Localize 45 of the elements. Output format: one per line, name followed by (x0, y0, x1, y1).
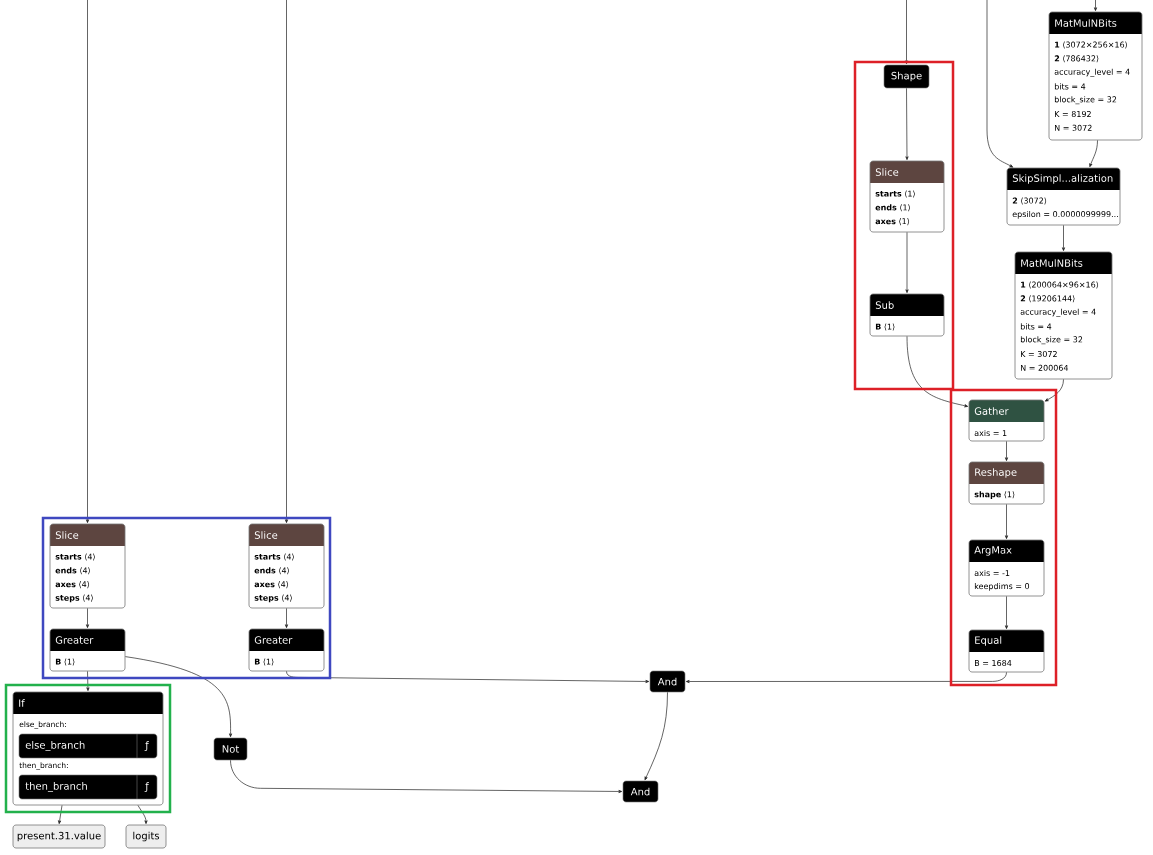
operator-node: Gather axis = 1 (968, 399, 1045, 442)
arrow (230, 759, 623, 794)
arrow (986, 0, 1014, 168)
arrow (905, 87, 909, 160)
operator-node: Shape (883, 64, 930, 89)
arrow (284, 0, 289, 523)
operator-node: SkipSimpl...alization 2 ⟨3072⟩ epsilon = 0.0000099999... (1006, 167, 1121, 226)
operator-node: Greater B ⟨1⟩ (49, 628, 126, 672)
graph-attribute-bar: else_branch ƒ (18, 733, 158, 759)
arrow (85, 0, 90, 523)
arrow (125, 656, 233, 738)
operator-node: Slice starts ⟨1⟩ ends ⟨1⟩ axes ⟨1⟩ (869, 160, 945, 233)
arrow (904, 0, 909, 65)
arrow (644, 691, 668, 781)
arrow (137, 805, 148, 824)
operator-node: And (622, 780, 659, 803)
arrow (1089, 140, 1098, 168)
arrow (905, 232, 909, 293)
operator-node: Slice starts ⟨4⟩ ends ⟨4⟩ axes ⟨4⟩ steps ⟨4⟩ (248, 523, 325, 609)
operator-node: Equal B = 1684 (968, 629, 1045, 673)
operator-node: Not (213, 737, 248, 761)
operator-node: Sub B ⟨1⟩ (869, 293, 945, 337)
graph-attribute-bar: then_branch ƒ (18, 774, 158, 800)
arrow (906, 336, 969, 408)
operator-node: And (649, 670, 686, 693)
output-node: logits (125, 824, 167, 849)
output-node: present.31.value (12, 824, 106, 849)
operator-node: ArgMax axis = -1 keepdims = 0 (968, 539, 1045, 597)
arrow (1004, 504, 1009, 539)
operator-node: Reshape shape ⟨1⟩ (968, 461, 1045, 505)
operator-node: MatMulNBits 1 ⟨200064×96×16⟩ 2 ⟨19206144⟩ accuracy_level = 4 bits = 4 block_size = 32 K = 3072 N = 200064 (1014, 251, 1113, 380)
operator-node: Greater B ⟨1⟩ (248, 628, 325, 672)
arrow (685, 672, 1007, 684)
operator-node: Slice starts ⟨4⟩ ends ⟨4⟩ axes ⟨4⟩ steps ⟨4⟩ (49, 523, 126, 609)
arrow (85, 608, 90, 628)
arrow (286, 671, 650, 683)
arrow (86, 671, 90, 691)
operator-node: MatMulNBits 1 ⟨3072×256×16⟩ 2 ⟨786432⟩ accuracy_level = 4 bits = 4 block_size = 32 K = 8192 N = 3072 (1048, 11, 1143, 141)
arrow (1004, 441, 1009, 461)
arrow (1093, 0, 1098, 11)
arrow (58, 805, 63, 825)
arrow (1061, 225, 1066, 251)
arrow (1004, 596, 1009, 629)
arrow (1044, 379, 1064, 402)
arrow (284, 608, 289, 628)
